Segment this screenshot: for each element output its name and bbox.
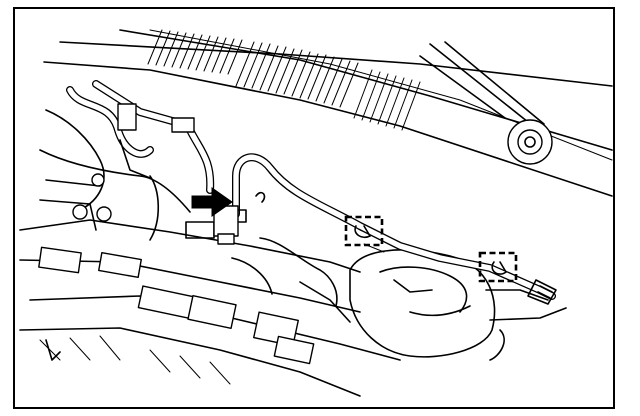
arrow-pointer — [191, 187, 233, 217]
cowl-panel — [43, 29, 613, 197]
clip-marker-2 — [478, 251, 518, 283]
clip-marker-1 — [344, 215, 384, 247]
wiper-arm — [419, 41, 553, 165]
pcv-valve — [213, 205, 239, 245]
left-hoses — [39, 80, 215, 241]
engine-block — [19, 173, 401, 397]
